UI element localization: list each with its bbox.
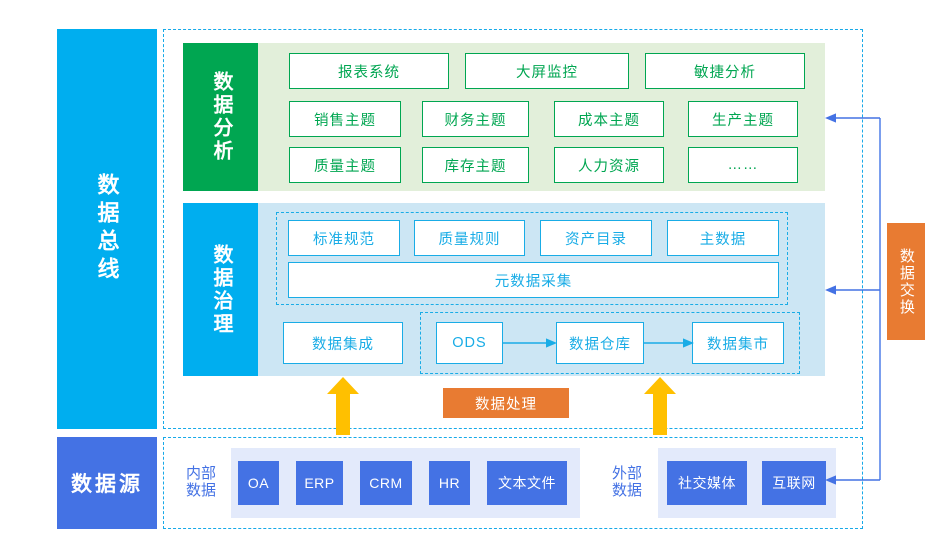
- analysis-tile-agile-analysis[interactable]: 敏捷分析: [645, 53, 805, 89]
- pipeline-arrow-warehouse-to-mart: [644, 338, 694, 348]
- tile-label: 元数据采集: [494, 273, 573, 290]
- tile-label: OA: [247, 475, 270, 491]
- tile-label: 数据仓库: [569, 336, 631, 353]
- source-tile-text-file[interactable]: 文本文件: [487, 461, 567, 505]
- analysis-tile-big-screen-monitor[interactable]: 大屏监控: [465, 53, 629, 89]
- governance-metadata-panel: [276, 212, 788, 305]
- governance-pipeline-panel: [420, 312, 800, 374]
- data-bus-rail: 数据总线: [57, 29, 157, 429]
- analysis-tile-production-topic[interactable]: 生产主题: [688, 101, 798, 137]
- data-exchange-block[interactable]: 数据交换: [887, 223, 925, 340]
- tile-label: 互联网: [772, 475, 816, 491]
- analysis-tile-more[interactable]: ……: [688, 147, 798, 183]
- external-data-label-line1: 外部: [611, 465, 642, 483]
- source-tile-hr[interactable]: HR: [429, 461, 470, 505]
- analysis-tile-quality-topic[interactable]: 质量主题: [289, 147, 401, 183]
- internal-data-label: 内部 数据: [172, 453, 230, 513]
- tile-label: ……: [727, 157, 759, 173]
- tile-label: 主数据: [699, 231, 747, 248]
- data-exchange-label: 数据交换: [897, 247, 915, 316]
- tile-label: 大屏监控: [516, 64, 578, 81]
- governance-tile-quality-rules[interactable]: 质量规则: [414, 220, 525, 256]
- analysis-tile-report-system[interactable]: 报表系统: [289, 53, 449, 89]
- data-source-rail: 数据源: [57, 437, 157, 529]
- internal-data-label-line2: 数据: [185, 482, 216, 499]
- tile-label: 生产主题: [712, 112, 774, 129]
- data-exchange-connector: [825, 113, 881, 485]
- tile-label: 销售主题: [314, 112, 376, 129]
- analysis-tile-cost-topic[interactable]: 成本主题: [554, 101, 664, 137]
- tile-label: 财务主题: [444, 112, 507, 129]
- tile-label: 质量主题: [314, 158, 376, 175]
- tile-label: 人力资源: [578, 158, 640, 175]
- tile-label: 社交媒体: [678, 475, 736, 491]
- internal-data-label-line1: 内部: [185, 465, 216, 483]
- governance-side-label: 数据治理: [210, 243, 232, 336]
- tile-label: 质量规则: [438, 231, 501, 248]
- tile-label: 数据集市: [707, 336, 769, 353]
- tile-label: 标准规范: [313, 231, 375, 248]
- pipeline-tile-ods[interactable]: ODS: [436, 322, 503, 364]
- tile-label: 数据集成: [312, 336, 374, 353]
- tile-label: ODS: [452, 335, 487, 351]
- source-tile-internet[interactable]: 互联网: [762, 461, 826, 505]
- governance-tile-master-data[interactable]: 主数据: [667, 220, 779, 256]
- external-data-label-line2: 数据: [611, 482, 642, 499]
- tile-label: 成本主题: [578, 112, 640, 129]
- tile-label: CRM: [369, 475, 403, 491]
- analysis-side-label: 数据分析: [210, 71, 232, 163]
- pipeline-tile-data-mart[interactable]: 数据集市: [692, 322, 784, 364]
- tile-label: 库存主题: [444, 158, 507, 175]
- tile-label: ERP: [304, 475, 335, 491]
- data-processing-label: 数据处理: [475, 396, 537, 413]
- pipeline-arrow-ods-to-warehouse: [503, 338, 557, 348]
- source-tile-erp[interactable]: ERP: [296, 461, 343, 505]
- tile-label: HR: [438, 475, 461, 491]
- pipeline-tile-data-warehouse[interactable]: 数据仓库: [556, 322, 644, 364]
- source-tile-crm[interactable]: CRM: [360, 461, 412, 505]
- data-processing-chip[interactable]: 数据处理: [443, 388, 569, 418]
- tile-label: 资产目录: [565, 231, 627, 248]
- analysis-tile-human-resources[interactable]: 人力资源: [554, 147, 664, 183]
- analysis-tile-finance-topic[interactable]: 财务主题: [422, 101, 529, 137]
- tile-label: 文本文件: [498, 475, 556, 491]
- governance-tile-standard-spec[interactable]: 标准规范: [288, 220, 400, 256]
- external-data-label: 外部 数据: [598, 453, 656, 513]
- source-tile-oa[interactable]: OA: [238, 461, 279, 505]
- source-tile-social-media[interactable]: 社交媒体: [667, 461, 747, 505]
- governance-side-label-block: 数据治理: [183, 203, 258, 376]
- data-source-label: 数据源: [71, 473, 143, 496]
- analysis-tile-sales-topic[interactable]: 销售主题: [289, 101, 401, 137]
- governance-tile-metadata-collection[interactable]: 元数据采集: [288, 262, 779, 298]
- analysis-side-label-block: 数据分析: [183, 43, 258, 191]
- data-bus-label: 数据总线: [94, 173, 120, 285]
- analysis-tile-inventory-topic[interactable]: 库存主题: [422, 147, 529, 183]
- ingest-arrow-left-icon: [327, 377, 359, 435]
- tile-label: 敏捷分析: [694, 64, 756, 81]
- governance-tile-asset-catalog[interactable]: 资产目录: [540, 220, 652, 256]
- governance-tile-data-integration[interactable]: 数据集成: [283, 322, 403, 364]
- ingest-arrow-right-icon: [644, 377, 676, 435]
- tile-label: 报表系统: [338, 64, 400, 81]
